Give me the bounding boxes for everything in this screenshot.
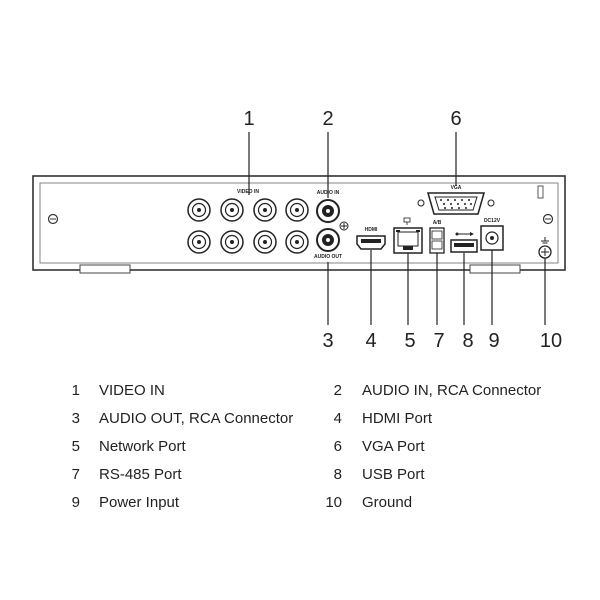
hdmi-panel-label: HDMI	[365, 227, 378, 233]
rs485-panel-label: A/B	[433, 220, 442, 226]
legend-number: 4	[333, 410, 342, 427]
callout-4: 4	[365, 330, 376, 352]
vga-port: VGA	[417, 185, 495, 215]
power-input-port: DC12V	[480, 218, 504, 251]
callout-5: 5	[404, 330, 415, 352]
usb-port	[450, 232, 478, 253]
dvr-chassis	[32, 175, 566, 274]
network-port	[393, 217, 423, 254]
callout-2: 2	[322, 108, 333, 130]
legend-label: AUDIO OUT, RCA Connector	[99, 410, 294, 427]
bnc-connector-7	[253, 230, 277, 254]
audio-out-rca-connector: AUDIO OUT	[314, 228, 342, 260]
callout-3: 3	[322, 330, 333, 352]
callout-1: 1	[243, 108, 254, 130]
legend-label: Network Port	[99, 438, 186, 455]
legend-number: 9	[71, 494, 80, 511]
screw-left	[47, 213, 59, 225]
callout-10: 10	[540, 330, 562, 352]
screw-right	[542, 213, 554, 225]
legend-number: 7	[71, 466, 80, 483]
dvr-rear-panel-diagram: VIDEO IN AUDIO IN AUDIO OUT HDMI	[32, 108, 566, 352]
plus-marker-icon	[339, 221, 349, 231]
bnc-connector-4	[285, 198, 309, 222]
bnc-connector-3	[253, 198, 277, 222]
bnc-connector-5	[187, 230, 211, 254]
legend-number: 6	[333, 438, 342, 455]
legend-label: VGA Port	[362, 438, 425, 455]
ground-terminal	[538, 237, 552, 259]
callout-6: 6	[450, 108, 461, 130]
video-in-connectors: VIDEO IN	[187, 189, 309, 254]
ground-icon	[541, 237, 549, 244]
legend-number: 10	[325, 494, 342, 511]
bnc-connector-6	[220, 230, 244, 254]
usb-icon	[455, 232, 474, 236]
audio-out-panel-label: AUDIO OUT	[314, 254, 342, 260]
legend-label: USB Port	[362, 466, 425, 483]
legend-number: 3	[71, 410, 80, 427]
power-panel-label: DC12V	[484, 218, 501, 224]
bnc-connector-8	[285, 230, 309, 254]
callout-9: 9	[488, 330, 499, 352]
legend-label: RS-485 Port	[99, 466, 182, 483]
legend-label: VIDEO IN	[99, 382, 165, 399]
rs485-port: A/B	[429, 220, 445, 254]
bnc-connector-1	[187, 198, 211, 222]
video-in-panel-label: VIDEO IN	[237, 189, 259, 195]
callout-7: 7	[433, 330, 444, 352]
legend-number: 2	[333, 382, 342, 399]
hdmi-port: HDMI	[356, 227, 386, 250]
network-icon	[403, 217, 411, 225]
legend-number: 8	[333, 466, 342, 483]
legend-label: Ground	[362, 494, 413, 511]
legend-label: Power Input	[99, 494, 180, 511]
vent-slot	[537, 185, 544, 199]
bnc-connector-2	[220, 198, 244, 222]
callout-8: 8	[462, 330, 473, 352]
legend-number: 1	[71, 382, 80, 399]
legend-number: 5	[71, 438, 80, 455]
port-legend: 1 VIDEO IN 2 AUDIO IN, RCA Connector 3 A…	[0, 370, 600, 600]
vga-panel-label: VGA	[451, 185, 462, 191]
legend-label: HDMI Port	[362, 410, 433, 427]
legend-label: AUDIO IN, RCA Connector	[362, 382, 542, 399]
